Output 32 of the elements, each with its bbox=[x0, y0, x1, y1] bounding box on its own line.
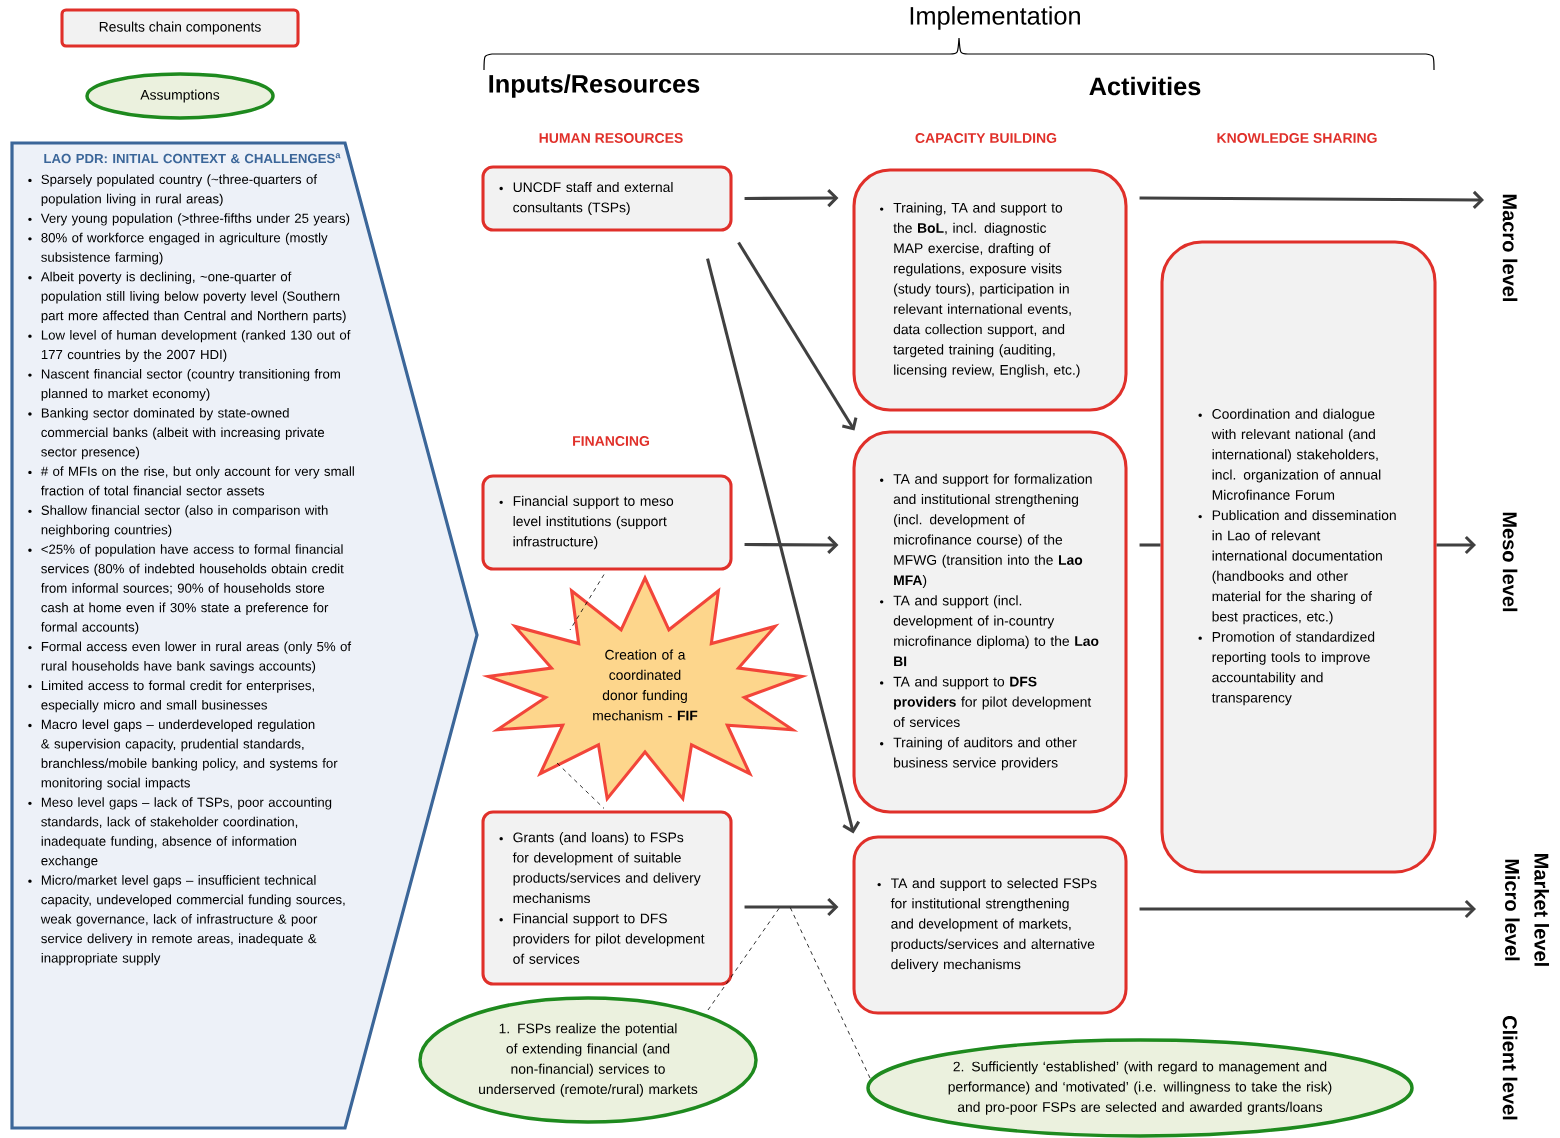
leader-line bbox=[707, 906, 781, 1011]
activity-box: UNCDF staff and external consultants (TSPs) bbox=[481, 165, 733, 232]
arrow bbox=[1436, 535, 1476, 555]
arrow bbox=[1139, 190, 1484, 210]
arrow bbox=[737, 241, 858, 431]
activity-box: Training, TA and support to the BoL, incl. diagnostic MAP exercise, drafting of regulations, exposure visits (study tours), participation in relevant international events, data collection support, and targeted training (auditing, licensing review, English, etc.) bbox=[852, 168, 1128, 412]
activity-box: Grants (and loans) to FSPs for development of suitable products/services and delivery mechanisms Financial support to DFS providers for pilot development of services bbox=[481, 810, 733, 986]
heading: Inputs/Resources bbox=[489, 74, 700, 98]
heading: Activities bbox=[1089, 76, 1201, 96]
arrow bbox=[744, 897, 839, 917]
column-heading: KNOWLEDGE SHARING bbox=[1217, 133, 1377, 143]
column-heading: HUMAN RESOURCES bbox=[539, 133, 683, 143]
leader-line bbox=[569, 574, 605, 631]
activity-box: TA and support to selected FSPs for institutional strengthening and development of markets, products/services and alternative delivery mechanisms bbox=[852, 835, 1128, 1015]
leader-line bbox=[789, 906, 871, 1079]
activity-box: Coordination and dialogue with relevant national (and international) stakeholders, incl. organization of annual Microfinance Forum Publication and dissemination in Lao of relevant international documentation (handbooks and other material for the sharing of best practices, etc.) Promotion of standardized reporting tools to improve accountability and transparency bbox=[1160, 240, 1437, 874]
arrow bbox=[744, 188, 839, 208]
level-label: Macro level bbox=[1502, 194, 1518, 302]
activity-box: TA and support for formalization and institutional strengthening (incl. development of microfinance course) of the MFWG (transition into the Lao MFA) TA and support (incl. development of in-country microfinance diploma) to the Lao BI TA and support to DFS providers for pilot development of services Training of auditors and other business service providers bbox=[852, 430, 1128, 814]
level-label: Client level bbox=[1502, 1016, 1518, 1120]
heading: Implementation bbox=[910, 6, 1080, 30]
level-label: Meso level bbox=[1502, 512, 1518, 612]
activity-box: Financial support to meso level institutions (support infrastructure) bbox=[481, 474, 733, 571]
column-heading: FINANCING bbox=[573, 436, 649, 446]
arrow bbox=[706, 258, 861, 834]
context-panel: LAO PDR: INITIAL CONTEXT & CHALLENGES$^{a}$ Sparsely populated country (~three-quarters of population living in rural areas) Very young population (>three-fifths under 25 years) 80% of workforce engaged in agriculture (mostly subsistence farming) Albeit poverty is declining, ~one-quarter of population still living below poverty level (Southern part more affected than Central and Northern parts) Low level of human development (ranked 130 out of 177 countries by the 2007 HDI) Nascent financial sector (country transitioning from planned to market economy) Banking sector dominated by state-owned commercial banks (albeit with increasing private sector presence) # of MFIs on the rise, but only account for very small fraction of total financial sector assets Shallow financial sector (also in comparison with neighboring countries) <25% of population have access to formal financial services (80% of indebted households obtain credit from informal sources; 90% of households store cash at home even if 30% state a preference for formal accounts) Formal access even lower in rural areas (only 5% of rural households have bank savings accounts) Limited access to formal credit for enterprises, especially micro and small businesses Macro level gaps – underdeveloped regulation & supervision capacity, prudential standards, branchless/mobile banking policy, and systems for monitoring social impacts Meso level gaps – lack of TSPs, poor accounting standards, lack of stakeholder coordination, inadequate funding, absence of information exchange Micro/market level gaps – insufficient technical capacity, undeveloped commercial funding sources, weak governance, lack of infrastructure & poor service delivery in remote areas, inadequate & inappropriate supply bbox=[10, 141, 479, 1130]
legend-box: Results chain components bbox=[60, 8, 300, 48]
column-heading: CAPACITY BUILDING bbox=[915, 133, 1057, 143]
arrow bbox=[1139, 899, 1476, 919]
arrow bbox=[744, 535, 839, 555]
connector-line bbox=[1139, 543, 1161, 547]
level-label: Market level Micro level bbox=[1505, 854, 1549, 966]
